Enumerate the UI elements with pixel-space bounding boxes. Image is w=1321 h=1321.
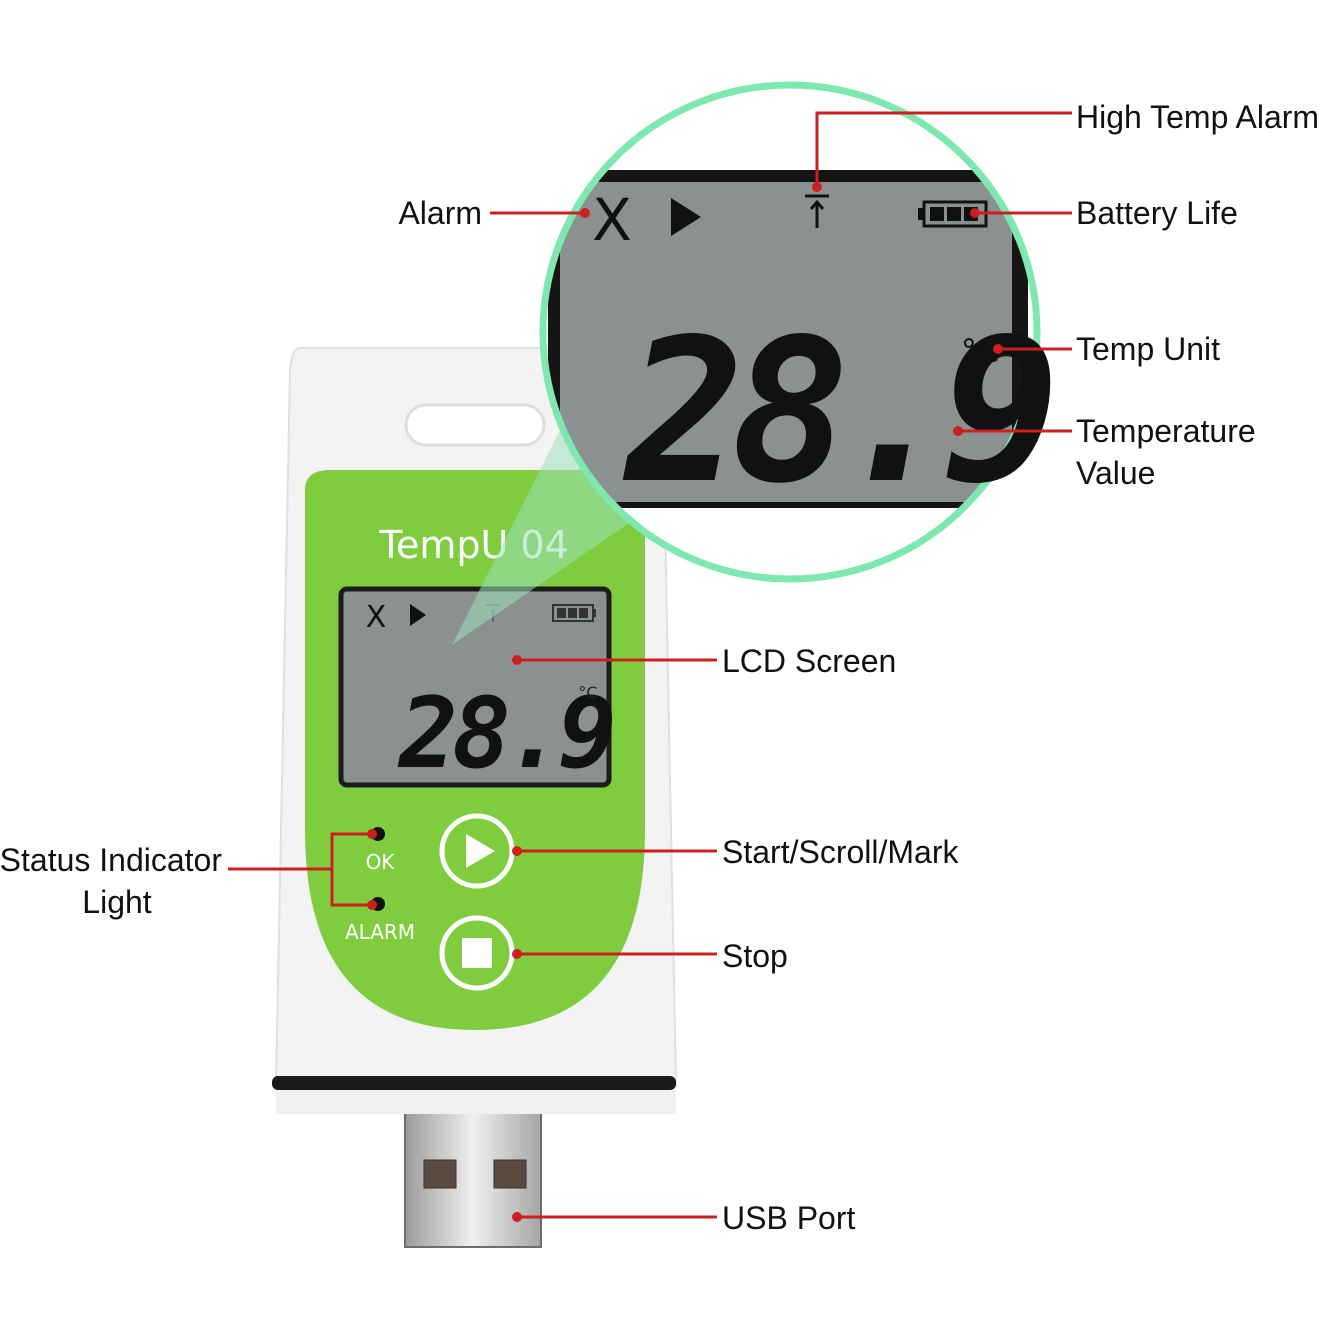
usb-connector bbox=[404, 1109, 542, 1248]
magnified-lcd-view: X 28.9 °C bbox=[539, 81, 1065, 583]
lcd-small-play-icon bbox=[410, 604, 426, 626]
label-temperature-value-line1: Temperature bbox=[1076, 413, 1256, 449]
lcd-small-unit: °C bbox=[578, 683, 597, 702]
label-start-scroll-mark: Start/Scroll/Mark bbox=[722, 834, 959, 870]
usb-contact-right bbox=[493, 1159, 527, 1189]
alarm-label: ALARM bbox=[345, 920, 415, 944]
label-status-indicator-line2: Light bbox=[82, 884, 152, 920]
label-lcd-screen: LCD Screen bbox=[722, 643, 896, 679]
callout-leader-lines bbox=[228, 111, 1072, 1219]
label-high-temp-alarm: High Temp Alarm bbox=[1076, 99, 1319, 135]
lcd-large-reading: 28.9 bbox=[623, 296, 1052, 527]
lanyard-slot bbox=[404, 403, 546, 447]
lcd-small-alarm-icon: X bbox=[366, 600, 387, 635]
lcd-large-alarm-icon: X bbox=[592, 186, 632, 254]
play-icon bbox=[466, 834, 495, 868]
callout-endpoints bbox=[367, 182, 1003, 1222]
stop-icon bbox=[462, 938, 492, 968]
label-alarm: Alarm bbox=[398, 195, 482, 231]
ok-label: OK bbox=[366, 850, 396, 874]
label-stop: Stop bbox=[722, 938, 788, 974]
magnifier-ring bbox=[539, 81, 1041, 583]
lcd-small-battery-icon bbox=[552, 604, 596, 622]
callout-labels: High Temp Alarm Alarm Battery Life Temp … bbox=[0, 99, 1319, 1236]
device-lcd-screen: X 28.9 °C bbox=[338, 586, 618, 791]
leader-status-bracket bbox=[330, 832, 372, 907]
device-base-band bbox=[272, 1076, 676, 1090]
label-battery-life: Battery Life bbox=[1076, 195, 1238, 231]
stop-button[interactable] bbox=[439, 915, 515, 991]
label-temperature-value-line2: Value bbox=[1076, 455, 1155, 491]
lcd-large-high-alarm-icon bbox=[805, 194, 829, 228]
lcd-large-play-icon bbox=[671, 198, 701, 236]
lcd-small-reading: 28.9 bbox=[397, 677, 612, 791]
label-temp-unit: Temp Unit bbox=[1076, 331, 1220, 367]
leader-high-temp-alarm bbox=[815, 111, 1072, 187]
label-usb-port: USB Port bbox=[722, 1200, 855, 1236]
lcd-large-unit: °C bbox=[961, 332, 999, 370]
start-button[interactable] bbox=[439, 813, 515, 889]
label-status-indicator-line1: Status Indicator bbox=[0, 842, 222, 878]
usb-contact-left bbox=[423, 1159, 457, 1189]
